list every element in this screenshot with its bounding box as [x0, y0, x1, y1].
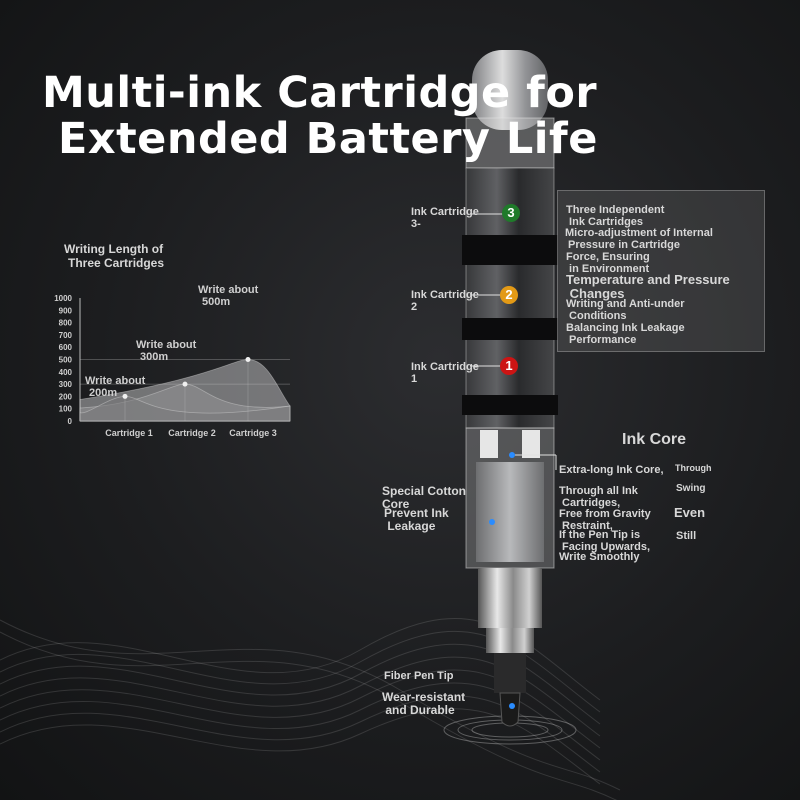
cotton-core-text-2: Prevent Ink Leakage	[384, 506, 449, 534]
chart-x-tick-label: Cartridge 2	[168, 428, 216, 438]
panel-text-2: Micro-adjustment of Internal Pressure in…	[565, 227, 713, 252]
panel-text-3: Force, Ensuring in Environment	[566, 251, 650, 276]
cartridge-1-label: Ink Cartridge 1	[411, 361, 479, 386]
panel-text-6: Balancing Ink Leakage Performance	[566, 322, 685, 347]
cartridge-3-label: Ink Cartridge 3-	[411, 206, 479, 231]
chart-y-tick-label: 700	[59, 331, 73, 340]
chart-y-tick-label: 900	[59, 306, 73, 315]
chart-peak-point	[122, 393, 128, 399]
chart-peak-point	[245, 357, 251, 362]
ink-core-dot	[509, 452, 515, 458]
chart-y-tick-label: 300	[59, 380, 73, 389]
chart-y-tick-label: 200	[59, 392, 73, 401]
ink-core-heading: Ink Core	[622, 431, 687, 448]
chart-y-tick-label: 600	[59, 343, 73, 352]
ink-core-side-4: Still	[676, 530, 697, 542]
cotton-core-text-1: Special Cotton Core	[382, 484, 467, 512]
panel-text-5: Writing and Anti-under Conditions	[566, 298, 685, 323]
cartridge-1-badge: 1	[500, 357, 518, 375]
panel-text-1: Three Independent Ink Cartridges	[566, 204, 665, 229]
chart-y-tick-label: 100	[59, 405, 73, 414]
cotton-core-dot	[489, 519, 495, 525]
ink-core-text-3: Free from Gravity Restraint,	[559, 508, 651, 533]
headline-line-2: Extended Battery Life	[58, 114, 598, 164]
chart-y-tick-label: 400	[59, 368, 73, 377]
chart-x-tick-label: Cartridge 3	[229, 428, 277, 438]
chart-y-tick-label: 500	[59, 356, 73, 365]
chart-y-tick-label: 800	[59, 319, 73, 328]
cartridge-3-badge: 3	[502, 204, 520, 222]
tip-dot	[509, 703, 515, 709]
ink-core-side-2: Swing	[676, 483, 706, 494]
ink-core-text-4: If the Pen Tip is Facing Upwards,	[559, 529, 651, 554]
chart-x-tick-label: Cartridge 1	[105, 428, 153, 438]
panel-text-4: Temperature and Pressure Changes	[566, 272, 730, 302]
cartridge-2-badge: 2	[500, 286, 518, 304]
chart-area-1	[79, 395, 291, 422]
cartridge-2-label: Ink Cartridge 2	[411, 289, 479, 314]
ink-core-text-5: Write Smoothly	[559, 551, 640, 563]
ink-core-text-2: Through all Ink Cartridges,	[559, 485, 638, 510]
cartridge-info-panel	[557, 190, 765, 352]
ink-core-side-3: Even	[674, 505, 706, 520]
chart-title-line-1: Writing Length of	[64, 242, 164, 256]
chart-title-line-2: Three Cartridges	[68, 256, 165, 270]
chart-peak-point	[182, 381, 188, 387]
chart-y-tick-label: 1000	[54, 294, 72, 303]
ink-core-side-1: Through	[675, 463, 712, 473]
headline-line-1: Multi-ink Cartridge for	[42, 68, 598, 118]
pen-tip-desc: Wear-resistant and Durable	[382, 690, 466, 718]
pen-tip-title: Fiber Pen Tip	[384, 670, 454, 682]
chart-y-tick-label: 0	[68, 417, 73, 426]
ink-core-text-1: Extra-long Ink Core,	[559, 464, 664, 476]
